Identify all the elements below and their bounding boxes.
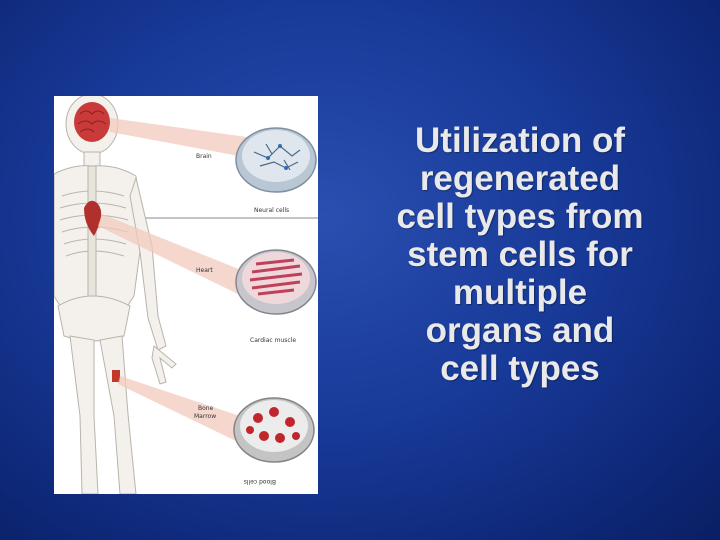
brain-highlight <box>74 102 110 142</box>
cardiac-muscle-dish <box>235 249 317 315</box>
title-line: multiple <box>452 273 588 312</box>
heart-highlight <box>84 200 102 236</box>
title-line: organs and <box>425 311 615 350</box>
brain-connector <box>110 118 254 158</box>
label-heart: Heart <box>196 267 213 274</box>
bone-marrow-highlight <box>112 370 120 382</box>
title-line: stem cells for <box>407 235 633 274</box>
label-neural-cells: Neural cells <box>254 207 289 214</box>
label-marrow: Marrow <box>194 413 216 420</box>
title-line: regenerated <box>419 159 621 198</box>
label-bone: Bone <box>198 405 214 412</box>
label-brain: Brain <box>196 153 212 160</box>
slide-title: Utilization of regenerated cell types fr… <box>360 122 680 388</box>
title-line: Utilization of <box>415 121 625 160</box>
stem-cell-figure: Brain Neural cells Heart Cardiac muscle … <box>54 96 318 494</box>
title-line: cell types from <box>396 197 644 236</box>
title-line: cell types <box>440 349 600 388</box>
label-cardiac-muscle: Cardiac muscle <box>250 337 296 344</box>
stem-cell-illustration: Brain Neural cells Heart Cardiac muscle … <box>54 96 318 494</box>
skeleton-figure <box>54 96 177 494</box>
label-blood-cells: Blood cells <box>244 478 276 485</box>
neural-cells-dish <box>235 127 317 193</box>
blood-cells-dish <box>233 397 315 463</box>
marrow-connector <box>118 376 240 442</box>
heart-connector <box>98 214 246 296</box>
